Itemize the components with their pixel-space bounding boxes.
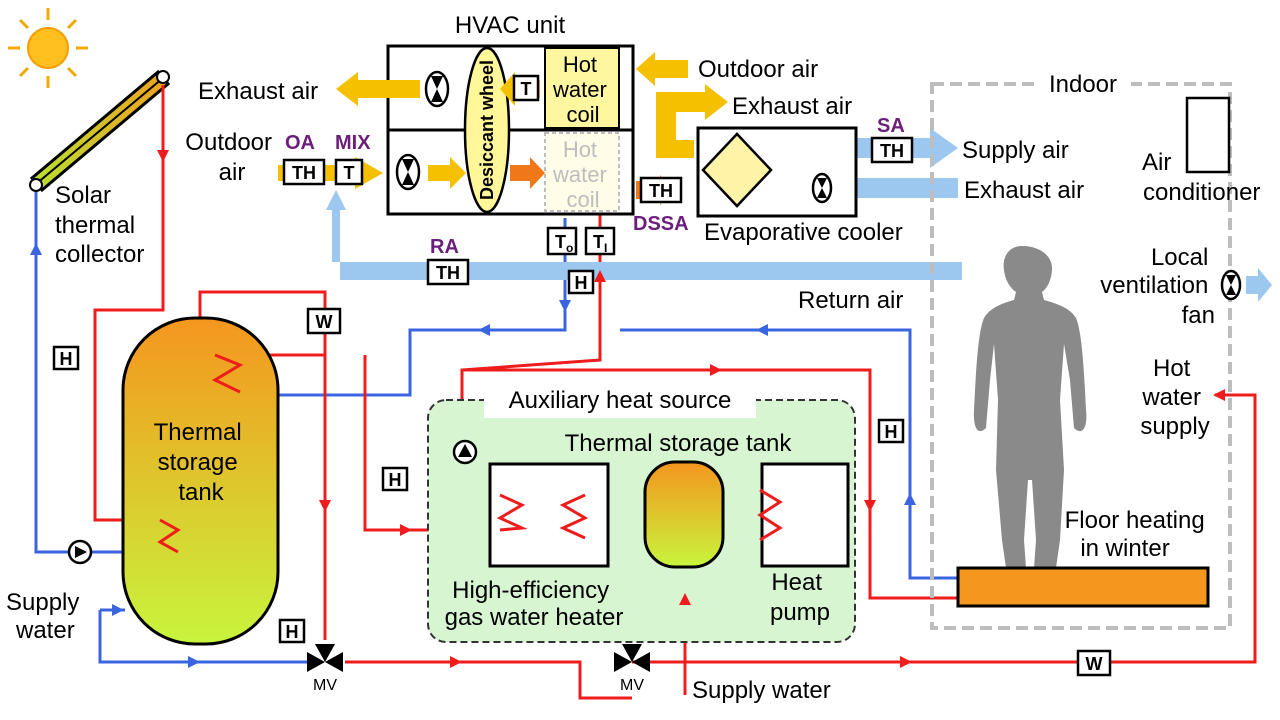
svg-text:W: W	[1086, 654, 1103, 674]
supply-air-label: Supply air	[962, 137, 1069, 164]
person-silhouette	[973, 246, 1087, 568]
mv-right-label: MV	[620, 677, 644, 694]
sensor-t-mix: T	[334, 158, 364, 186]
solar-label: Solar thermal collector	[55, 182, 144, 268]
mixing-valve-left	[307, 644, 343, 672]
hvac-unit	[386, 44, 635, 216]
sensor-h-hvac: H	[567, 269, 595, 295]
svg-text:T: T	[593, 232, 604, 252]
sensor-th-sa: TH	[870, 136, 914, 164]
sensor-h-solar: H	[52, 345, 80, 371]
exhaust-air-left: Exhaust air	[198, 78, 318, 105]
flow-arrow-markers-cold	[30, 243, 916, 668]
hot-coil-bottom-label: Hot water coil	[552, 137, 613, 212]
svg-text:H: H	[60, 349, 73, 369]
mixing-valve-right	[614, 644, 650, 672]
sensor-h-floor: H	[877, 418, 905, 444]
air-conditioner-label: Air conditioner	[1142, 149, 1260, 206]
air-conditioner-unit	[1185, 96, 1231, 174]
svg-text:H: H	[389, 470, 402, 490]
svg-text:TH: TH	[649, 181, 673, 201]
svg-text:H: H	[286, 622, 299, 642]
sensor-w-top: W	[306, 307, 342, 335]
arrow-orange	[510, 157, 545, 189]
supply-water-bottom-label: Supply water	[692, 677, 831, 704]
evaporative-cooler	[696, 126, 858, 218]
svg-text:H: H	[885, 422, 898, 442]
pump-icon	[67, 539, 93, 565]
sensor-th-dssa: TH	[639, 176, 683, 204]
tag-sa: SA	[877, 115, 905, 137]
hot-water-supply-label: Hot water supply	[1140, 355, 1209, 440]
sensor-t-hvac: T	[512, 74, 540, 102]
exhaust-air-mid: Exhaust air	[732, 93, 852, 120]
evaporative-cooler-label: Evaporative cooler	[704, 219, 903, 246]
solar-collector	[29, 69, 171, 193]
tag-dssa: DSSA	[633, 213, 689, 235]
vent-fan-icon	[1220, 269, 1242, 301]
svg-text:T: T	[555, 232, 566, 252]
exhaust-air-right: Exhaust air	[964, 177, 1084, 204]
sensor-ti: T I	[584, 226, 616, 256]
svg-text:I: I	[604, 241, 607, 255]
tag-ra: RA	[430, 236, 459, 258]
sensor-to: T o	[546, 226, 578, 256]
vent-fan-label: Local ventilation fan	[1100, 244, 1215, 329]
hot-coil-top-label: Hot water coil	[552, 52, 613, 127]
sensor-h-aux: H	[381, 466, 409, 492]
return-air-label: Return air	[798, 287, 903, 314]
svg-text:TH: TH	[292, 163, 316, 183]
flow-arrow-markers-hot	[157, 150, 1225, 668]
mv-left-label: MV	[313, 677, 337, 694]
aux-heat-title: Auxiliary heat source	[509, 387, 732, 414]
hvac-title: HVAC unit	[455, 12, 566, 39]
fan-icon	[395, 153, 421, 191]
sensor-th-ra: TH	[426, 258, 470, 286]
svg-text:T: T	[521, 79, 532, 99]
svg-text:T: T	[344, 163, 355, 183]
tag-mix: MIX	[335, 132, 371, 154]
supply-water-left-label: Supply water	[6, 589, 86, 644]
thermal-storage-tank-main	[121, 316, 280, 646]
tag-oa: OA	[285, 132, 315, 154]
svg-text:TH: TH	[880, 141, 904, 161]
floor-heating-label: Floor heating in winter	[1065, 507, 1212, 562]
indoor-title: Indoor	[1049, 71, 1117, 98]
tank-main-label: Thermal storage tank	[154, 419, 249, 506]
svg-text:o: o	[566, 241, 573, 255]
fan-icon	[424, 70, 450, 108]
auxiliary-heat-source	[427, 384, 856, 643]
indoor-title-bg	[1035, 68, 1131, 100]
sun-icon	[8, 8, 88, 88]
svg-text:W: W	[316, 312, 333, 332]
svg-text:H: H	[575, 273, 588, 293]
sensor-w-bottom: W	[1076, 649, 1112, 677]
heat-pump-label: Heat pump	[770, 569, 830, 626]
sensor-h-mv: H	[278, 618, 306, 644]
outdoor-air-left: Outdoor air	[185, 129, 278, 186]
outdoor-air-top: Outdoor air	[698, 56, 818, 83]
gas-heater-label: High-efficiency gas water heater	[445, 577, 624, 631]
desiccant-wheel-label: Desiccant wheel	[477, 60, 497, 200]
aux-tank-label: Thermal storage tank	[565, 430, 793, 457]
svg-text:TH: TH	[436, 263, 460, 283]
sensor-th-oa: TH	[282, 158, 326, 186]
floor-heating-panel	[956, 566, 1210, 608]
